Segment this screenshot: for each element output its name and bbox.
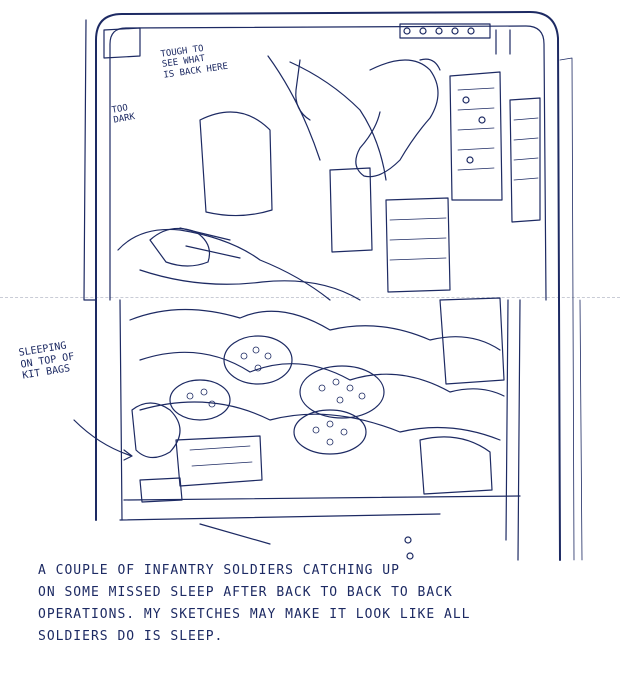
sill-rivet	[406, 552, 414, 560]
boot-center	[299, 365, 385, 419]
panel-knob	[462, 96, 470, 104]
boot-lower	[293, 409, 367, 455]
top-rail-box	[399, 23, 491, 39]
upper-soldier-body	[117, 228, 331, 301]
left-post	[119, 299, 123, 521]
caption-line: OPERATIONS. MY SKETCHES MAY MAKE IT LOOK…	[38, 607, 471, 622]
caption-line: ON SOME MISSED SLEEP AFTER BACK TO BACK …	[38, 585, 453, 600]
kit-pile-mid	[139, 351, 505, 397]
rail-posts	[495, 29, 511, 55]
kit-bag-straps	[189, 445, 253, 467]
boot-treads	[186, 346, 366, 446]
door-sill	[119, 513, 441, 521]
hanging-bag	[355, 59, 439, 178]
helmet-strap	[179, 227, 241, 259]
right-kit-box	[439, 297, 505, 385]
floor-line	[123, 495, 521, 501]
outer-edge	[559, 57, 583, 561]
hanging-cables	[267, 55, 387, 181]
left-edge	[83, 19, 97, 301]
rivet	[419, 27, 427, 35]
kit-bag	[131, 402, 181, 459]
kit-bag-large	[175, 435, 263, 487]
annotation-too-dark: TOO DARK	[111, 102, 136, 126]
rivet	[403, 27, 411, 35]
top-left-box	[103, 27, 141, 59]
kit-bag-small	[139, 477, 183, 503]
rivet	[451, 27, 459, 35]
right-post	[505, 299, 521, 561]
rivet	[435, 27, 443, 35]
soldier-head	[149, 227, 211, 267]
kit-pile-top	[129, 308, 501, 351]
strap	[295, 59, 311, 121]
seat-back	[199, 111, 273, 217]
side-panel	[509, 97, 541, 223]
annotation-arrow	[73, 419, 133, 461]
sill-rivet	[404, 536, 412, 544]
door-frame-inner	[109, 25, 547, 301]
soldier-arm	[139, 269, 361, 301]
bag-loop	[419, 58, 441, 71]
caption-line: SOLDIERS DO IS SLEEP.	[38, 629, 224, 644]
right-kit-bag	[419, 436, 493, 495]
page-fold-line	[0, 297, 620, 298]
door-frame	[95, 11, 561, 561]
loose-strap	[199, 523, 271, 545]
rivet	[467, 27, 475, 35]
sketch-caption: A COUPLE OF INFANTRY SOLDIERS CATCHING U…	[38, 560, 598, 648]
panel-lines	[457, 87, 495, 171]
boot-left	[223, 335, 293, 385]
panel-knob	[466, 156, 474, 164]
box-lines	[389, 217, 447, 261]
side-panel-lines	[513, 117, 539, 181]
seat-frame	[329, 167, 373, 253]
equipment-panel	[449, 71, 503, 201]
panel-knob	[478, 116, 486, 124]
boot-sole	[169, 379, 231, 421]
equipment-box	[385, 197, 451, 293]
kit-pile-low	[139, 401, 501, 441]
caption-line: A COUPLE OF INFANTRY SOLDIERS CATCHING U…	[38, 563, 400, 578]
